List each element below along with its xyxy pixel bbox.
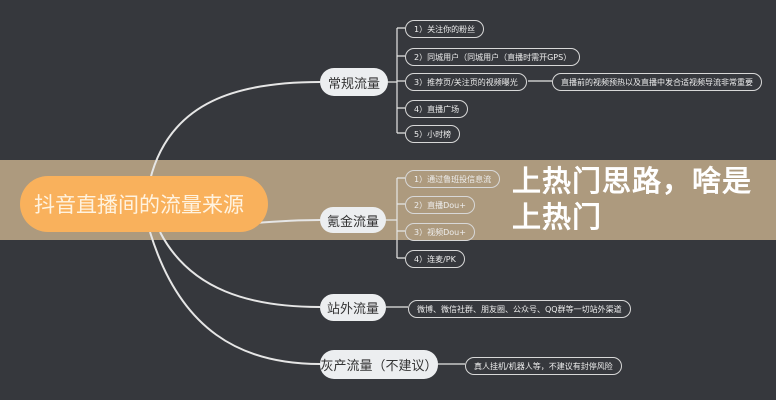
root-node[interactable]: 抖音直播间的流量来源	[20, 176, 268, 232]
branch-offsite-traffic[interactable]: 站外流量	[320, 294, 386, 321]
leaf-item[interactable]: 5）小时榜	[405, 125, 461, 143]
leaf-item[interactable]: 1）通过鲁班投信息流	[405, 170, 501, 188]
leaf-item[interactable]: 4）连麦/PK	[405, 250, 465, 268]
branch-gray-traffic[interactable]: 灰产流量（不建议）	[320, 350, 438, 379]
leaf-item[interactable]: 3）视频Dou+	[405, 223, 475, 241]
leaf-item[interactable]: 2）直播Dou+	[405, 196, 475, 214]
overlay-title: 上热门思路，啥是上热门	[512, 164, 753, 234]
leaf-detail[interactable]: 真人挂机/机器人等，不建议有封停风险	[465, 357, 622, 375]
leaf-item[interactable]: 2）同城用户（同城用户（直播时需开GPS）	[405, 48, 581, 66]
leaf-item[interactable]: 3）推荐页/关注页的视频曝光	[405, 73, 527, 91]
leaf-item[interactable]: 4）直播广场	[405, 100, 469, 118]
leaf-item[interactable]: 1）关注你的粉丝	[405, 20, 485, 38]
branch-regular-traffic[interactable]: 常规流量	[320, 68, 388, 96]
leaf-detail[interactable]: 直播前的视频预热以及直播中发合适视频导流非常重要	[552, 73, 762, 91]
branch-paid-traffic[interactable]: 氪金流量	[320, 207, 386, 233]
leaf-detail[interactable]: 微博、微信社群、朋友圈、公众号、QQ群等一切站外渠道	[408, 300, 631, 318]
